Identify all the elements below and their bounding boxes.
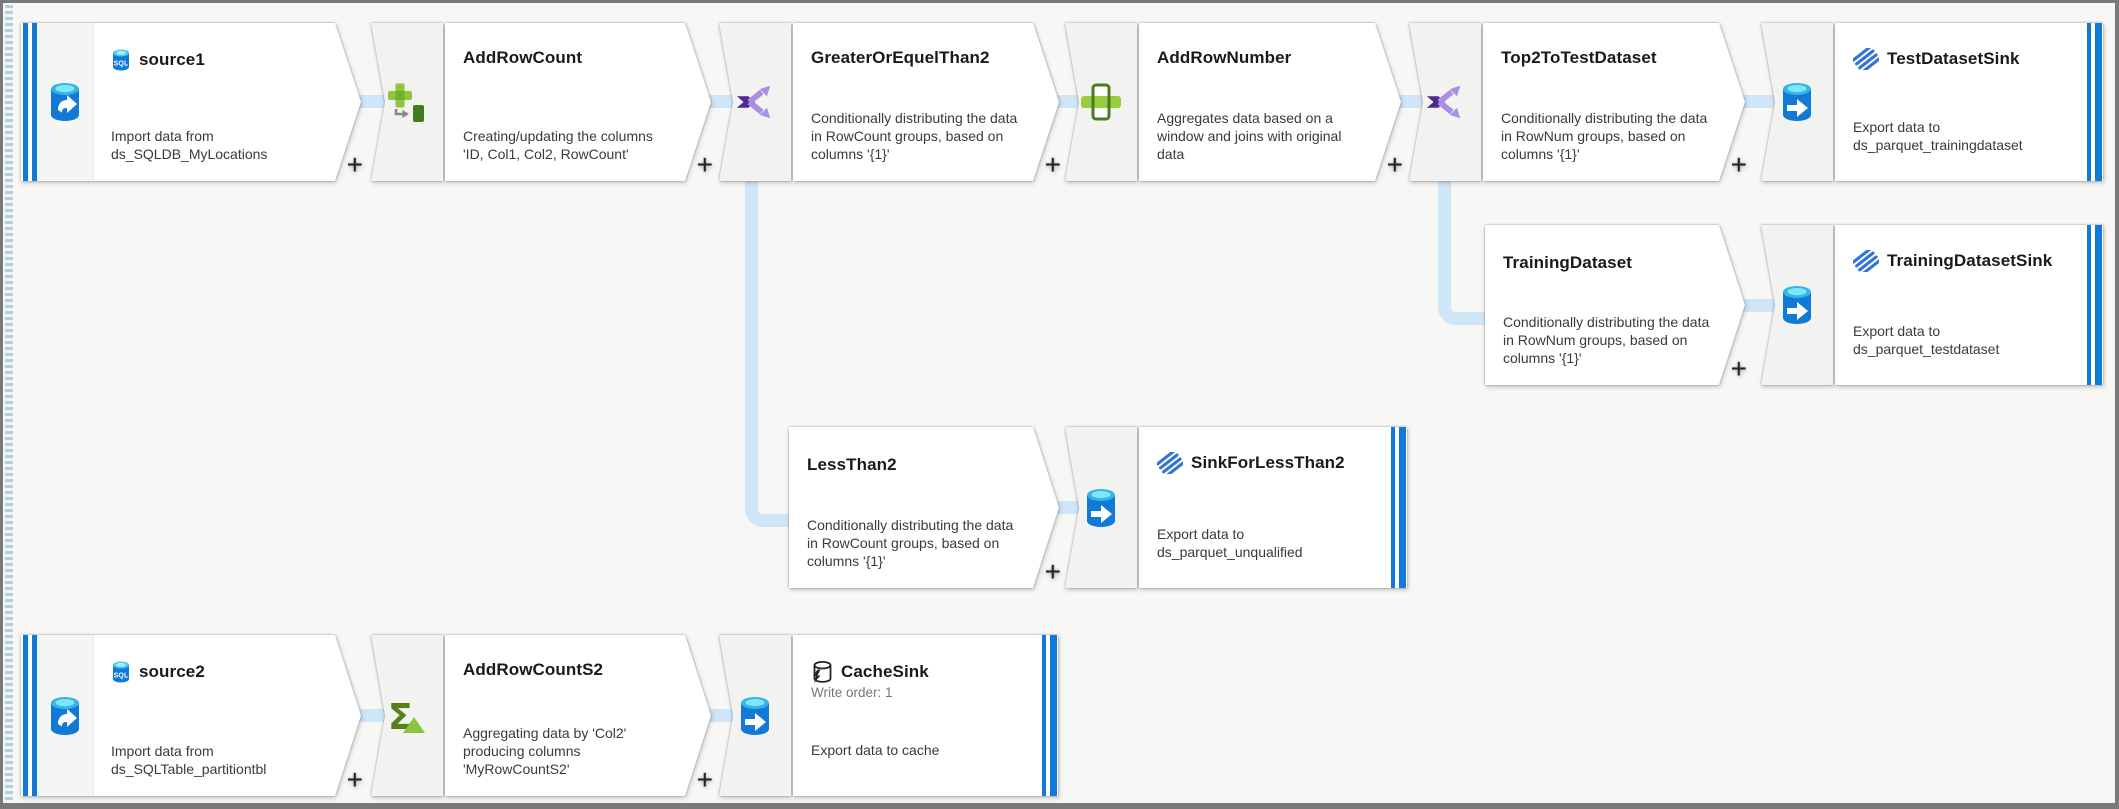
node-title: Top2ToTestDataset — [1501, 48, 1657, 67]
parquet-dataset-icon — [1853, 48, 1879, 70]
add-stream-button[interactable]: + — [696, 764, 713, 795]
aggregate-icon: Σ — [371, 635, 443, 796]
node-shape: SQL source2 Import data from ds_SQLTable… — [21, 635, 361, 796]
node-description: Aggregating data by 'Col2' producing col… — [463, 725, 627, 778]
node-shape: LessThan2 Conditionally distributing the… — [789, 427, 1059, 588]
sink-database-icon — [1761, 225, 1833, 385]
node-title: source1 — [139, 50, 205, 69]
node-description: Conditionally distributing the data in R… — [1503, 314, 1710, 367]
source-stripes — [23, 635, 37, 796]
node-sinkforlessthan2[interactable]: SinkForLessThan2 Export data to ds_parqu… — [1065, 427, 1407, 588]
parquet-dataset-icon — [1853, 250, 1879, 272]
node-trainingdatasetsink[interactable]: TrainingDatasetSink Export data to ds_pa… — [1761, 225, 2103, 385]
node-lessthan2[interactable]: LessThan2 Conditionally distributing the… — [789, 427, 1061, 588]
cache-icon — [811, 660, 833, 684]
node-source2[interactable]: SQL source2 Import data from ds_SQLTable… — [21, 635, 363, 796]
node-title-row: SQL source2 — [111, 660, 205, 684]
derived-column-icon — [371, 23, 443, 181]
node-shape: SQL source1 Import data from ds_SQLDB_My… — [21, 23, 361, 181]
node-description: Export data to cache — [811, 742, 940, 759]
node-title: SinkForLessThan2 — [1191, 453, 1345, 472]
node-title: TestDatasetSink — [1887, 49, 2020, 68]
node-title: GreaterOrEquelThan2 — [811, 48, 990, 67]
add-stream-button[interactable]: + — [346, 764, 363, 795]
node-addrowcount[interactable]: AddRowCount Creating/updating the column… — [371, 23, 713, 181]
node-top2totestdataset[interactable]: Top2ToTestDataset Conditionally distribu… — [1409, 23, 1747, 181]
node-title-row: SQL source1 — [111, 48, 205, 72]
node-greaterorequelthan2[interactable]: GreaterOrEquelThan2 Conditionally distri… — [719, 23, 1061, 181]
node-description: Conditionally distributing the data in R… — [811, 110, 1018, 163]
node-title: TrainingDatasetSink — [1887, 251, 2053, 270]
add-stream-button[interactable]: + — [1730, 353, 1747, 384]
node-description: Aggregates data based on a window and jo… — [1157, 110, 1342, 163]
sink-stripes — [2087, 225, 2102, 385]
node-title: TrainingDataset — [1503, 253, 1633, 272]
node-shape: GreaterOrEquelThan2 Conditionally distri… — [793, 23, 1059, 181]
conditional-split-icon — [719, 23, 791, 181]
stream-trainingdataset-trainingdatasetsink — [1733, 299, 1779, 312]
node-shape: Top2ToTestDataset Conditionally distribu… — [1483, 23, 1745, 181]
node-title: LessThan2 — [807, 455, 897, 474]
node-description: Creating/updating the columns 'ID, Col1,… — [463, 128, 653, 163]
node-addrownumber[interactable]: AddRowNumber Aggregates data based on a … — [1065, 23, 1403, 181]
node-testdatasetsink[interactable]: TestDatasetSink Export data to ds_parque… — [1761, 23, 2103, 181]
node-description: Import data from ds_SQLTable_partitiontb… — [111, 743, 267, 778]
node-title: CacheSink — [841, 662, 929, 681]
node-title: AddRowNumber — [1157, 48, 1292, 67]
add-stream-button[interactable]: + — [1386, 149, 1403, 180]
add-stream-button[interactable]: + — [696, 149, 713, 180]
node-addrowcounts2[interactable]: Σ AddRowCountS2 Aggregating data by 'Col… — [371, 635, 713, 796]
source-database-icon — [37, 23, 94, 181]
svg-text:SQL: SQL — [114, 61, 129, 68]
node-title: AddRowCount — [463, 48, 583, 67]
sink-database-icon — [1761, 23, 1833, 181]
svg-text:SQL: SQL — [114, 673, 129, 680]
node-description: Export data to ds_parquet_testdataset — [1853, 323, 2000, 358]
node-shape: TrainingDataset Conditionally distributi… — [1485, 225, 1745, 385]
node-shape: AddRowCount Creating/updating the column… — [445, 23, 711, 181]
node-title: AddRowCountS2 — [463, 660, 604, 679]
node-shape: SinkForLessThan2 Export data to ds_parqu… — [1139, 427, 1407, 588]
write-order-label: Write order: 1 — [811, 685, 893, 700]
sink-stripes — [1391, 427, 1406, 588]
node-shape: CacheSink Write order: 1 Export data to … — [793, 635, 1058, 796]
sql-database-icon: SQL — [111, 48, 131, 72]
node-shape: AddRowCountS2 Aggregating data by 'Col2'… — [445, 635, 711, 796]
conditional-split-icon — [1409, 23, 1481, 181]
node-description: Import data from ds_SQLDB_MyLocations — [111, 128, 268, 163]
node-description: Export data to ds_parquet_trainingdatase… — [1853, 119, 2023, 154]
node-source1[interactable]: SQL source1 Import data from ds_SQLDB_My… — [21, 23, 363, 181]
add-stream-button[interactable]: + — [346, 149, 363, 180]
node-description: Export data to ds_parquet_unqualified — [1157, 526, 1303, 561]
node-description: Conditionally distributing the data in R… — [1501, 110, 1708, 163]
node-shape: TrainingDatasetSink Export data to ds_pa… — [1835, 225, 2103, 385]
parquet-dataset-icon — [1157, 452, 1183, 474]
add-stream-button[interactable]: + — [1044, 556, 1061, 587]
sink-stripes — [1042, 635, 1057, 796]
sql-database-icon: SQL — [111, 660, 131, 684]
window-icon — [1065, 23, 1137, 181]
node-description: Conditionally distributing the data in R… — [807, 517, 1014, 570]
sink-database-icon — [1065, 427, 1137, 588]
node-title: source2 — [139, 662, 205, 681]
node-trainingdataset[interactable]: TrainingDataset Conditionally distributi… — [1485, 225, 1747, 385]
node-cachesink[interactable]: CacheSink Write order: 1 Export data to … — [719, 635, 1058, 796]
add-stream-button[interactable]: + — [1730, 149, 1747, 180]
canvas-left-edge — [5, 5, 13, 801]
sink-stripes — [2087, 23, 2102, 181]
node-shape: TestDatasetSink Export data to ds_parque… — [1835, 23, 2103, 181]
node-shape: AddRowNumber Aggregates data based on a … — [1139, 23, 1401, 181]
add-stream-button[interactable]: + — [1044, 149, 1061, 180]
source-stripes — [23, 23, 37, 181]
sink-database-icon — [719, 635, 791, 796]
source-database-icon — [37, 635, 94, 796]
